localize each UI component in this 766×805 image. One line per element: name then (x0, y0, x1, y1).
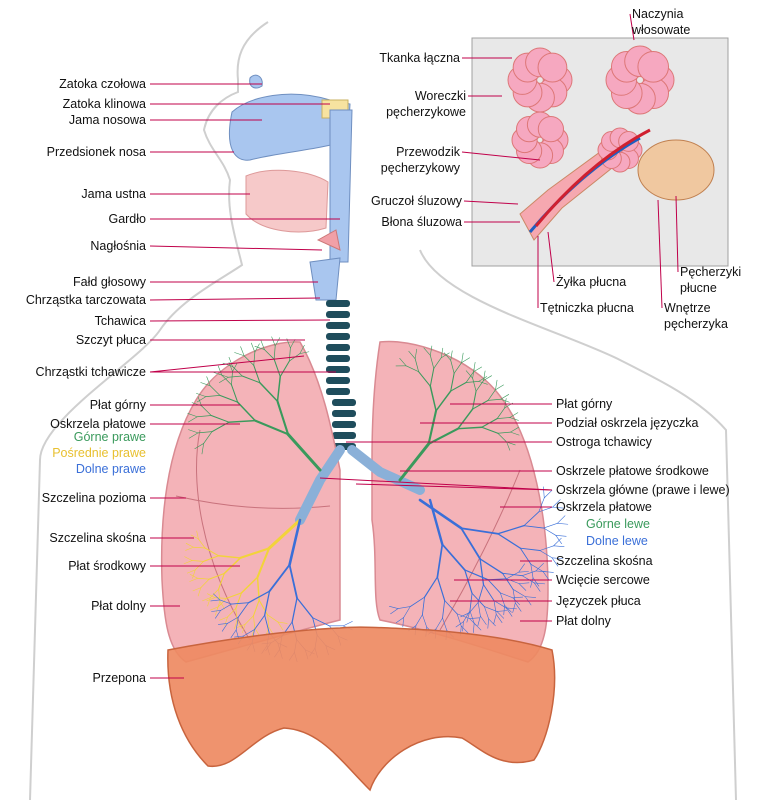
leader-line (150, 298, 320, 300)
tracheal-ring (326, 300, 350, 307)
bronchus-branch (557, 523, 567, 524)
bronchus-branch (474, 367, 482, 372)
label-p-at-rodkowy: Płat środkowy (68, 559, 147, 573)
label-nag-o-nia: Nagłośnia (90, 239, 146, 253)
label-j-zyczek-p-uca: Języczek płuca (556, 594, 641, 608)
bronchus-branch (543, 487, 544, 498)
label-szczyt-p-uca: Szczyt płuca (76, 333, 146, 347)
inset-label-bronchiole: Przewodzik (396, 145, 461, 159)
tracheal-ring (326, 311, 350, 318)
label-tchawica: Tchawica (95, 314, 146, 328)
tracheal-ring (332, 421, 356, 428)
tracheal-ring (332, 432, 356, 439)
leader-line (150, 320, 330, 321)
label-jama-nosowa: Jama nosowa (69, 113, 146, 127)
legend-dolne-lewe: Dolne lewe (586, 534, 648, 548)
left-lung (372, 341, 548, 662)
inset-label-sacs: Woreczki (415, 89, 466, 103)
bronchus-branch (484, 376, 492, 381)
inset-label-interior: pęcherzyka (664, 317, 728, 331)
bronchus-branch (343, 621, 352, 625)
label-p-at-dolny: Płat dolny (556, 614, 612, 628)
inset-label-interior: Wnętrze (664, 301, 711, 315)
diaphragm (168, 627, 555, 790)
tracheal-ring (332, 399, 356, 406)
alveolar-sac (638, 51, 669, 82)
label-wci-cie-sercowe: Wcięcie sercowe (556, 573, 650, 587)
label-szczelina-pozioma: Szczelina pozioma (42, 491, 146, 505)
label-chrz-stka-tarczowata: Chrząstka tarczowata (26, 293, 146, 307)
label-oskrzela-g-wne-prawe-i-lewe: Oskrzela główne (prawe i lewe) (556, 483, 730, 497)
label-szczelina-sko-na: Szczelina skośna (49, 531, 146, 545)
inset-label-capillaries: Naczynia (632, 7, 683, 21)
label-p-at-g-rny: Płat górny (556, 397, 613, 411)
legend-g-rne-lewe: Górne lewe (586, 517, 650, 531)
bronchus-branch (557, 516, 565, 524)
label-p-at-g-rny: Płat górny (90, 398, 147, 412)
label-oskrzela-p-atowe: Oskrzela płatowe (50, 417, 146, 431)
label-fa-d-g-osowy: Fałd głosowy (73, 275, 147, 289)
bronchus-branch (554, 546, 564, 547)
tracheal-ring (326, 344, 350, 351)
alveolar-sac (538, 53, 567, 82)
tracheal-ring (326, 333, 350, 340)
bronchus-branch (241, 347, 245, 356)
label-zatoka-czo-owa: Zatoka czołowa (59, 77, 146, 91)
bronchus-branch (251, 343, 255, 352)
tracheal-ring (326, 355, 350, 362)
inset-label-gland: Gruczoł śluzowy (371, 194, 463, 208)
label-szczelina-sko-na: Szczelina skośna (556, 554, 653, 568)
label-zatoka-klinowa: Zatoka klinowa (63, 97, 146, 111)
inset-label-alveoli: płucne (680, 281, 717, 295)
bronchus-branch (501, 394, 509, 399)
larynx (310, 258, 340, 300)
bronchus-branch (462, 358, 470, 363)
label-p-at-dolny: Płat dolny (91, 599, 147, 613)
label-oskrzele-p-atowe-rodkowe: Oskrzele płatowe środkowe (556, 464, 709, 478)
legend-g-rne-prawe: Górne prawe (74, 430, 146, 444)
inset-alveolus-open (638, 140, 714, 200)
head-region (229, 75, 352, 300)
inset-label-capillaries: włosowate (631, 23, 690, 37)
tracheal-ring (326, 322, 350, 329)
bronchus-branch (556, 535, 566, 536)
bronchus-branch (496, 380, 498, 390)
inset-label-connective: Tkanka łączna (379, 51, 460, 65)
epiglottis (318, 230, 340, 250)
inset-label-bronchiole: pęcherzykowy (381, 161, 461, 175)
alveoli-inset (472, 38, 728, 266)
leader-line (150, 246, 322, 250)
bronchus-branch (496, 385, 504, 390)
bronchus-branch (544, 490, 552, 498)
label-przedsionek-nosa: Przedsionek nosa (47, 145, 146, 159)
inset-label-alveoli: Pęcherzyki (680, 265, 741, 279)
oral-cavity (246, 170, 328, 232)
label-oskrzela-p-atowe: Oskrzela płatowe (556, 500, 652, 514)
legend-dolne-prawe: Dolne prawe (76, 462, 146, 476)
label-gard-o: Gardło (108, 212, 146, 226)
bronchus-branch (544, 523, 558, 528)
tracheal-ring (326, 388, 350, 395)
label-jama-ustna: Jama ustna (81, 187, 146, 201)
legend-po-rednie-prawe: Pośrednie prawe (52, 446, 146, 460)
bronchus-branch (235, 352, 245, 355)
inset-label-mucosa: Błona śluzowa (381, 215, 462, 229)
tracheal-ring (332, 410, 356, 417)
inset-label-vein: Żyłka płucna (556, 275, 626, 289)
inset-label-artery: Tętniczka płucna (540, 301, 634, 315)
tracheal-ring (326, 377, 350, 384)
label-podzia-oskrzela-j-zyczka: Podział oskrzela języczka (556, 416, 698, 430)
label-przepona: Przepona (92, 671, 146, 685)
frontal-sinus (250, 75, 263, 88)
alveolar-sac (538, 117, 563, 142)
label-ostroga-tchawicy: Ostroga tchawicy (556, 435, 653, 449)
inset-label-sacs: pęcherzykowe (386, 105, 466, 119)
bronchus-branch (462, 353, 464, 363)
label-chrz-stki-tchawicze: Chrząstki tchawicze (36, 365, 146, 379)
